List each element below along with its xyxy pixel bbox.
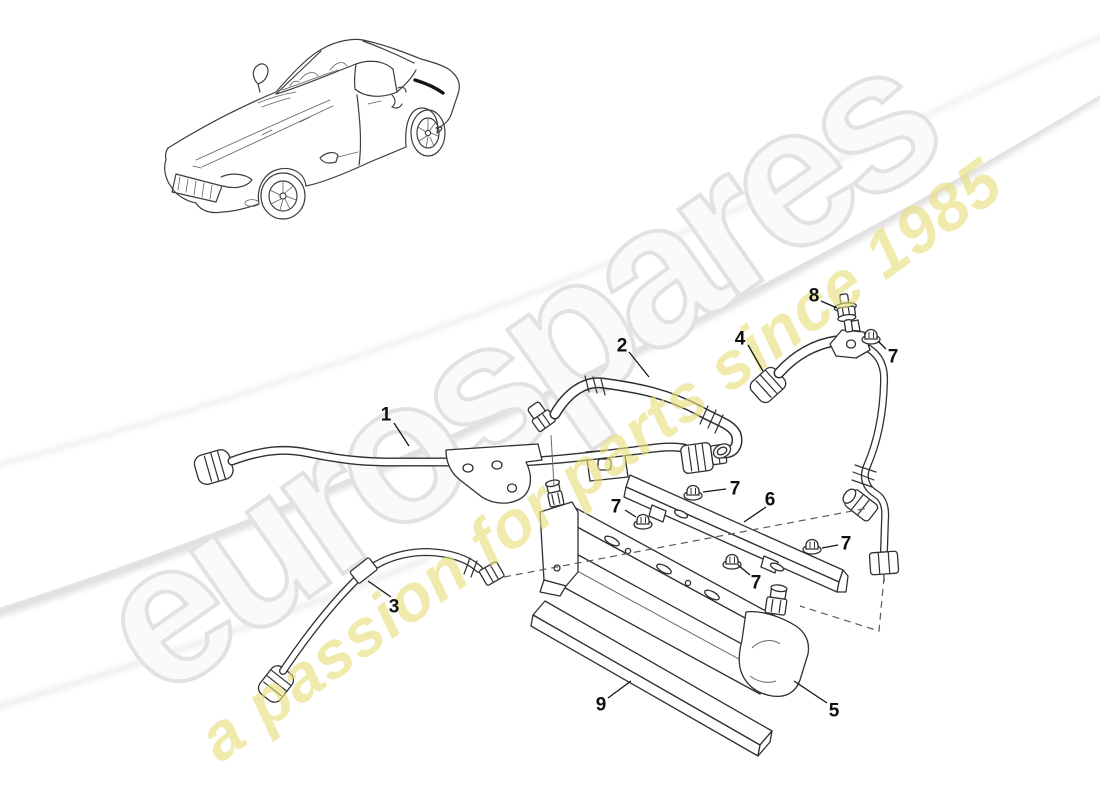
hose-4-port-fitting (842, 488, 879, 522)
hose-4-union-nut (868, 550, 900, 582)
callout-4-label: 4 (735, 329, 746, 350)
pipe-3-union-nut (478, 561, 505, 586)
callout-4: 4 (735, 329, 764, 372)
callout-3-label: 3 (389, 597, 400, 618)
rear-wheel (410, 109, 446, 157)
callout-7-label: 7 (611, 497, 622, 518)
part-9-seal-strip (530, 600, 773, 757)
callout-7-rail-mid: 7 (737, 564, 762, 594)
callout-5: 5 (793, 680, 840, 722)
callout-7-label: 7 (751, 573, 762, 594)
callout-2: 2 (617, 336, 650, 378)
part-4-oil-cooler-hose (749, 319, 900, 582)
callout-8: 8 (809, 286, 838, 309)
nut-rail-mid (722, 553, 742, 570)
callouts: 1 2 3 4 5 6 7 7 (367, 286, 899, 722)
pipe-3-end-fitting (257, 665, 295, 703)
nut-top-right (861, 328, 881, 345)
callout-8-label: 8 (809, 286, 820, 307)
callout-9-label: 9 (596, 695, 607, 716)
nut-rail-upper (683, 484, 703, 501)
part-location-highlight (413, 78, 445, 95)
callout-9: 9 (596, 680, 632, 716)
background-swoosh (0, 35, 1100, 709)
callout-6-label: 6 (765, 490, 776, 511)
hose-2-elbow-rings (699, 405, 724, 434)
hose-4-crimp-rings (851, 464, 877, 488)
pipe-3-clip (349, 557, 378, 584)
callout-5-label: 5 (829, 701, 840, 722)
hose-2-crimp-rings (584, 375, 606, 396)
callout-7-rail-right: 7 (821, 534, 852, 555)
callout-7-label: 7 (730, 479, 741, 500)
callout-1-label: 1 (381, 405, 392, 426)
part-8-grommet (833, 293, 857, 333)
part-3-oil-cooler-pipe (257, 548, 505, 703)
car-illustration (164, 38, 460, 220)
callout-2-label: 2 (617, 336, 628, 357)
front-wheel (260, 172, 306, 220)
construction-lines (503, 507, 885, 632)
part-6-mounting-rail (623, 474, 849, 593)
callout-7-rail-left: 7 (611, 497, 637, 518)
callout-1: 1 (381, 405, 410, 447)
grille (171, 173, 223, 203)
nut-rail-right (802, 538, 822, 555)
pipe-1-bracket (445, 443, 543, 504)
brand-watermark: eurospares (57, 2, 974, 737)
callout-7-top-right: 7 (877, 340, 899, 368)
callout-6: 6 (743, 490, 776, 523)
callout-7-rail-upper: 7 (702, 479, 741, 500)
callout-7-label: 7 (888, 347, 899, 368)
cooler-right-tank (738, 584, 810, 698)
part-2-oil-cooler-hose (527, 375, 743, 487)
hose-2-union-nut (527, 401, 556, 433)
callout-7-label: 7 (841, 534, 852, 555)
callout-3: 3 (367, 580, 400, 618)
